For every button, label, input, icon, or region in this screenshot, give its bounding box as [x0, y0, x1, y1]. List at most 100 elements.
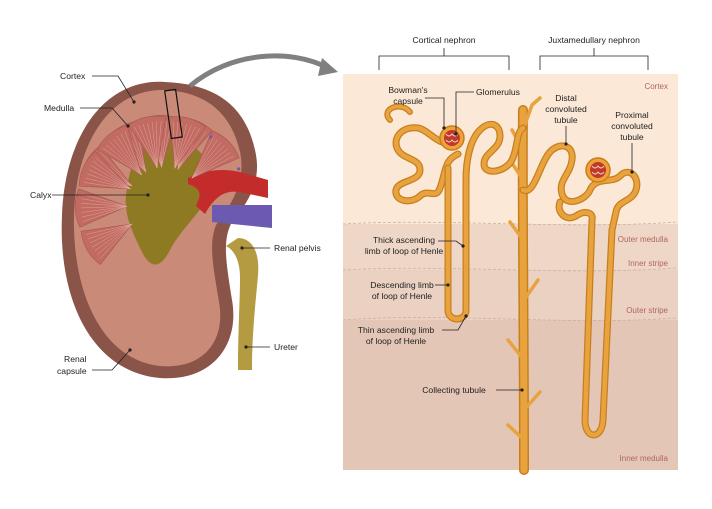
label-distal-2: convoluted — [545, 104, 587, 114]
pyramid-striation — [86, 173, 131, 190]
pyramid-striation — [174, 126, 196, 169]
nephron-labels: Bowman's capsule Glomerulus Distal convo… — [358, 85, 653, 395]
pyramid-striation — [88, 169, 131, 190]
zone-outer-stripe — [343, 270, 678, 320]
label-proximal-2: convoluted — [611, 121, 653, 131]
pyramid-striation — [81, 206, 128, 213]
pyramid-striation — [99, 223, 133, 259]
pyramid-striation — [95, 157, 131, 190]
pyramid-striation — [89, 223, 133, 244]
pyramid-striation — [138, 125, 158, 168]
label-proximal-3: tubule — [620, 132, 644, 142]
label-ureter: Ureter — [274, 342, 298, 352]
arrow-head — [318, 58, 338, 76]
pyramid-striation — [113, 138, 142, 176]
label-renal-capsule-1: Renal — [64, 354, 87, 364]
label-desc-2: of loop of Henle — [372, 291, 432, 301]
pyramid-striation — [191, 136, 215, 179]
pyramid-striation — [81, 198, 128, 207]
glomerulus-juxtamedullary — [585, 157, 611, 183]
zone-label-inner-medulla: Inner medulla — [620, 454, 669, 463]
label-bowmans-1: Bowman's — [388, 85, 427, 95]
pyramid-striation — [172, 121, 176, 169]
juxtamedullary-nephron-tubule — [519, 142, 641, 439]
header-cortical-nephron: Cortical nephron — [412, 35, 475, 45]
label-medulla: Medulla — [44, 103, 74, 113]
pyramid-striation — [174, 128, 200, 169]
pyramid-striation — [191, 152, 231, 179]
pyramid-striation — [151, 121, 158, 168]
pyramid-striation — [94, 223, 133, 252]
pyramid-striation — [81, 193, 128, 207]
zone-label-outer-medulla: Outer medulla — [618, 235, 669, 244]
pyramid-striation — [93, 161, 131, 190]
pyramid-striation — [191, 145, 225, 179]
pyramid-striation — [97, 223, 133, 255]
vessel-dot — [237, 167, 241, 171]
header-juxtamedullary-nephron: Juxtamedullary nephron — [548, 35, 640, 45]
zone-label-outer-stripe: Outer stripe — [626, 306, 668, 315]
pyramid-striation — [124, 131, 142, 176]
pyramid-striation — [103, 148, 142, 176]
kidney-labels: Cortex Medulla Calyx Renal pelvis Ureter… — [30, 71, 321, 376]
tubules — [384, 96, 641, 475]
label-thin-2: of loop of Henle — [366, 336, 426, 346]
pyramid-striation — [191, 155, 234, 179]
pyramid-striation — [82, 206, 128, 222]
pyramid-striation — [81, 206, 128, 209]
pyramid-striation — [142, 123, 158, 168]
calyx-region — [125, 136, 211, 265]
label-renal-capsule-2: capsule — [57, 366, 87, 376]
pyramid-striation — [88, 223, 133, 239]
ureter-tube — [226, 238, 259, 370]
pyramid-striation — [84, 182, 131, 190]
label-renal-pelvis: Renal pelvis — [274, 243, 321, 253]
cortical-nephron-tubule — [384, 103, 527, 323]
label-glomerulus: Glomerulus — [476, 87, 520, 97]
zoom-arrow — [188, 53, 330, 88]
label-bowmans-2: capsule — [393, 96, 423, 106]
pyramid-striation — [174, 123, 187, 169]
cortex-sample-box — [164, 88, 183, 140]
pyramid-striation — [161, 120, 168, 168]
pyramid-striation — [131, 128, 147, 173]
pyramid-striation — [134, 126, 158, 168]
label-distal-3: tubule — [554, 115, 578, 125]
pyramid-striation — [81, 203, 128, 207]
label-distal-1: Distal — [555, 93, 577, 103]
pyramid-striation — [106, 144, 142, 176]
renal-pyramid — [80, 223, 133, 265]
pyramid-striation — [120, 133, 142, 176]
pyramid-striation — [156, 121, 162, 168]
label-calyx: Calyx — [30, 190, 52, 200]
label-proximal-1: Proximal — [615, 110, 649, 120]
label-thick-2: limb of loop of Henle — [365, 246, 444, 256]
nephron-headers: Cortical nephron Juxtamedullary nephron — [378, 35, 649, 70]
renal-pyramid — [74, 188, 128, 228]
glomerulus-cortical — [439, 125, 465, 151]
label-cortex: Cortex — [60, 71, 86, 81]
pyramid-striation — [177, 131, 207, 170]
pyramid-striation — [109, 141, 142, 176]
label-thin-1: Thin ascending limb — [358, 325, 435, 335]
pyramid-striation — [92, 223, 133, 248]
pyramid-striation — [191, 148, 228, 179]
zone-label-inner-stripe: Inner stripe — [628, 259, 669, 268]
pyramid-striation — [116, 135, 142, 176]
zone-inner-stripe — [343, 224, 678, 270]
pyramid-striation — [90, 165, 131, 190]
vessel-dot — [209, 135, 213, 139]
renal-vein — [212, 205, 272, 228]
pyramid-striation — [174, 121, 178, 169]
pyramid-striation — [99, 151, 133, 187]
label-collecting: Collecting tubule — [422, 385, 486, 395]
pyramid-striation — [81, 206, 128, 218]
pyramid-striation — [191, 142, 222, 179]
label-desc-1: Descending limb — [370, 280, 434, 290]
pyramid-striation — [86, 223, 133, 235]
label-thick-1: Thick ascending — [373, 235, 435, 245]
pyramid-striation — [191, 139, 218, 179]
pyramid-striation — [174, 125, 192, 169]
zone-label-cortex: Cortex — [644, 82, 668, 91]
